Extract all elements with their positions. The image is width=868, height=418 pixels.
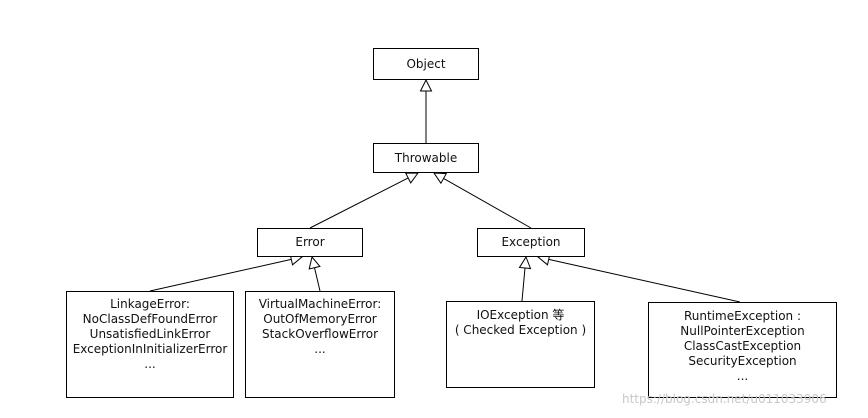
node-linkage-line: UnsatisfiedLinkError	[89, 327, 211, 341]
node-vm-line-title: VirtualMachineError:	[258, 297, 382, 311]
edges-layer	[149, 78, 741, 303]
node-linkage-line: NoClassDefFoundError	[82, 312, 218, 326]
node-runtime-exception: RuntimeException : NullPointerException …	[648, 302, 837, 398]
node-io-exception: IOException 等 ( Checked Exception )	[446, 301, 595, 388]
edge-error-to-throwable	[309, 177, 409, 229]
node-linkage-line-title: LinkageError:	[110, 297, 190, 311]
inheritance-arrowhead-icon	[308, 255, 321, 270]
edge-exception-to-throwable	[443, 177, 532, 229]
node-runtime-line-title: RuntimeException :	[683, 309, 802, 323]
edge-io-to-exception	[521, 267, 526, 302]
node-runtime-line-ellipsis: ...	[736, 369, 749, 383]
node-virtual-machine-error: VirtualMachineError: OutOfMemoryError St…	[245, 291, 395, 398]
watermark: https://blog.csdn.net/u011033906	[622, 392, 827, 406]
node-runtime-line: ClassCastException	[683, 339, 802, 353]
node-vm-line: OutOfMemoryError	[263, 312, 377, 326]
node-throwable-line: Throwable	[394, 150, 458, 165]
inheritance-arrowhead-icon	[518, 255, 532, 270]
inheritance-arrowhead-icon	[419, 78, 433, 92]
node-object-line: Object	[406, 56, 446, 71]
node-error: Error	[257, 228, 363, 257]
inheritance-arrowhead-icon	[404, 172, 419, 184]
node-throwable: Throwable	[373, 143, 479, 173]
node-vm-line-ellipsis: ...	[314, 342, 326, 356]
edge-vm-to-error	[314, 267, 321, 292]
node-io-line: ( Checked Exception )	[454, 323, 587, 337]
node-exception: Exception	[477, 228, 585, 257]
edge-linkage-to-error	[149, 258, 292, 292]
edge-runtime-to-exception	[548, 258, 741, 303]
node-io-line-title: IOException 等	[476, 308, 565, 322]
node-object: Object	[373, 48, 479, 80]
inheritance-arrowhead-icon	[433, 172, 448, 185]
node-runtime-line: NullPointerException	[680, 324, 805, 338]
node-error-line: Error	[295, 235, 325, 249]
node-vm-line: StackOverflowError	[261, 327, 379, 341]
node-runtime-line: SecurityException	[688, 354, 797, 368]
node-linkage-error: LinkageError: NoClassDefFoundError Unsat…	[66, 291, 234, 398]
node-linkage-line-ellipsis: ...	[144, 357, 156, 371]
node-exception-line: Exception	[501, 235, 561, 249]
node-linkage-line: ExceptionInInitializerError	[72, 342, 228, 356]
